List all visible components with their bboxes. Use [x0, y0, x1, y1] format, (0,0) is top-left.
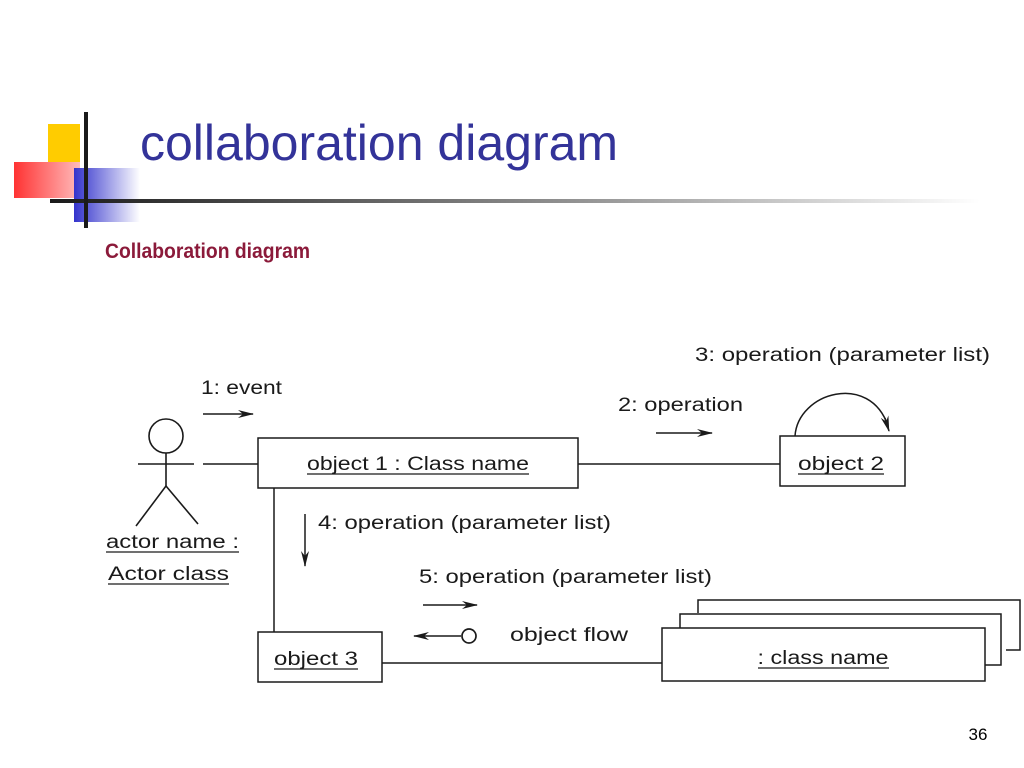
object2-box — [779, 435, 906, 487]
red-square — [14, 162, 80, 198]
multiobject-back — [697, 599, 1021, 651]
object3-box — [257, 631, 383, 683]
actor-left-leg — [135, 485, 167, 527]
object2-label: object 2 — [798, 454, 884, 475]
self-link-object2 — [794, 392, 889, 437]
actor-figure — [135, 418, 199, 527]
multiobject-label: : class name — [758, 648, 889, 669]
vertical-rule — [84, 112, 88, 228]
object-flow-label: object flow — [510, 625, 628, 646]
message-2-label: 2: operation — [618, 395, 743, 416]
message-5-label: 5: operation (parameter list) — [419, 567, 712, 588]
slide-title: collaboration diagram — [140, 115, 619, 171]
object3-label: object 3 — [274, 649, 358, 670]
actor-class-label: Actor class — [108, 564, 229, 585]
multiobject-front — [661, 627, 986, 682]
actor-right-leg — [165, 485, 199, 525]
actor-name-label: actor name : — [106, 532, 239, 553]
object1-box — [257, 437, 579, 489]
object1-label: object 1 : Class name — [307, 454, 529, 475]
arrow-3-self — [880, 415, 890, 432]
diagram-heading: Collaboration diagram — [105, 240, 311, 263]
multiobject-middle — [679, 613, 1002, 666]
actor-head — [148, 418, 184, 454]
page-number: 36 — [968, 725, 988, 744]
object-flow-token — [461, 628, 477, 644]
message-3-label: 3: operation (parameter list) — [695, 345, 990, 366]
title-rule — [50, 199, 980, 203]
message-4-label: 4: operation (parameter list) — [318, 513, 611, 534]
message-1-label: 1: event — [201, 378, 283, 399]
